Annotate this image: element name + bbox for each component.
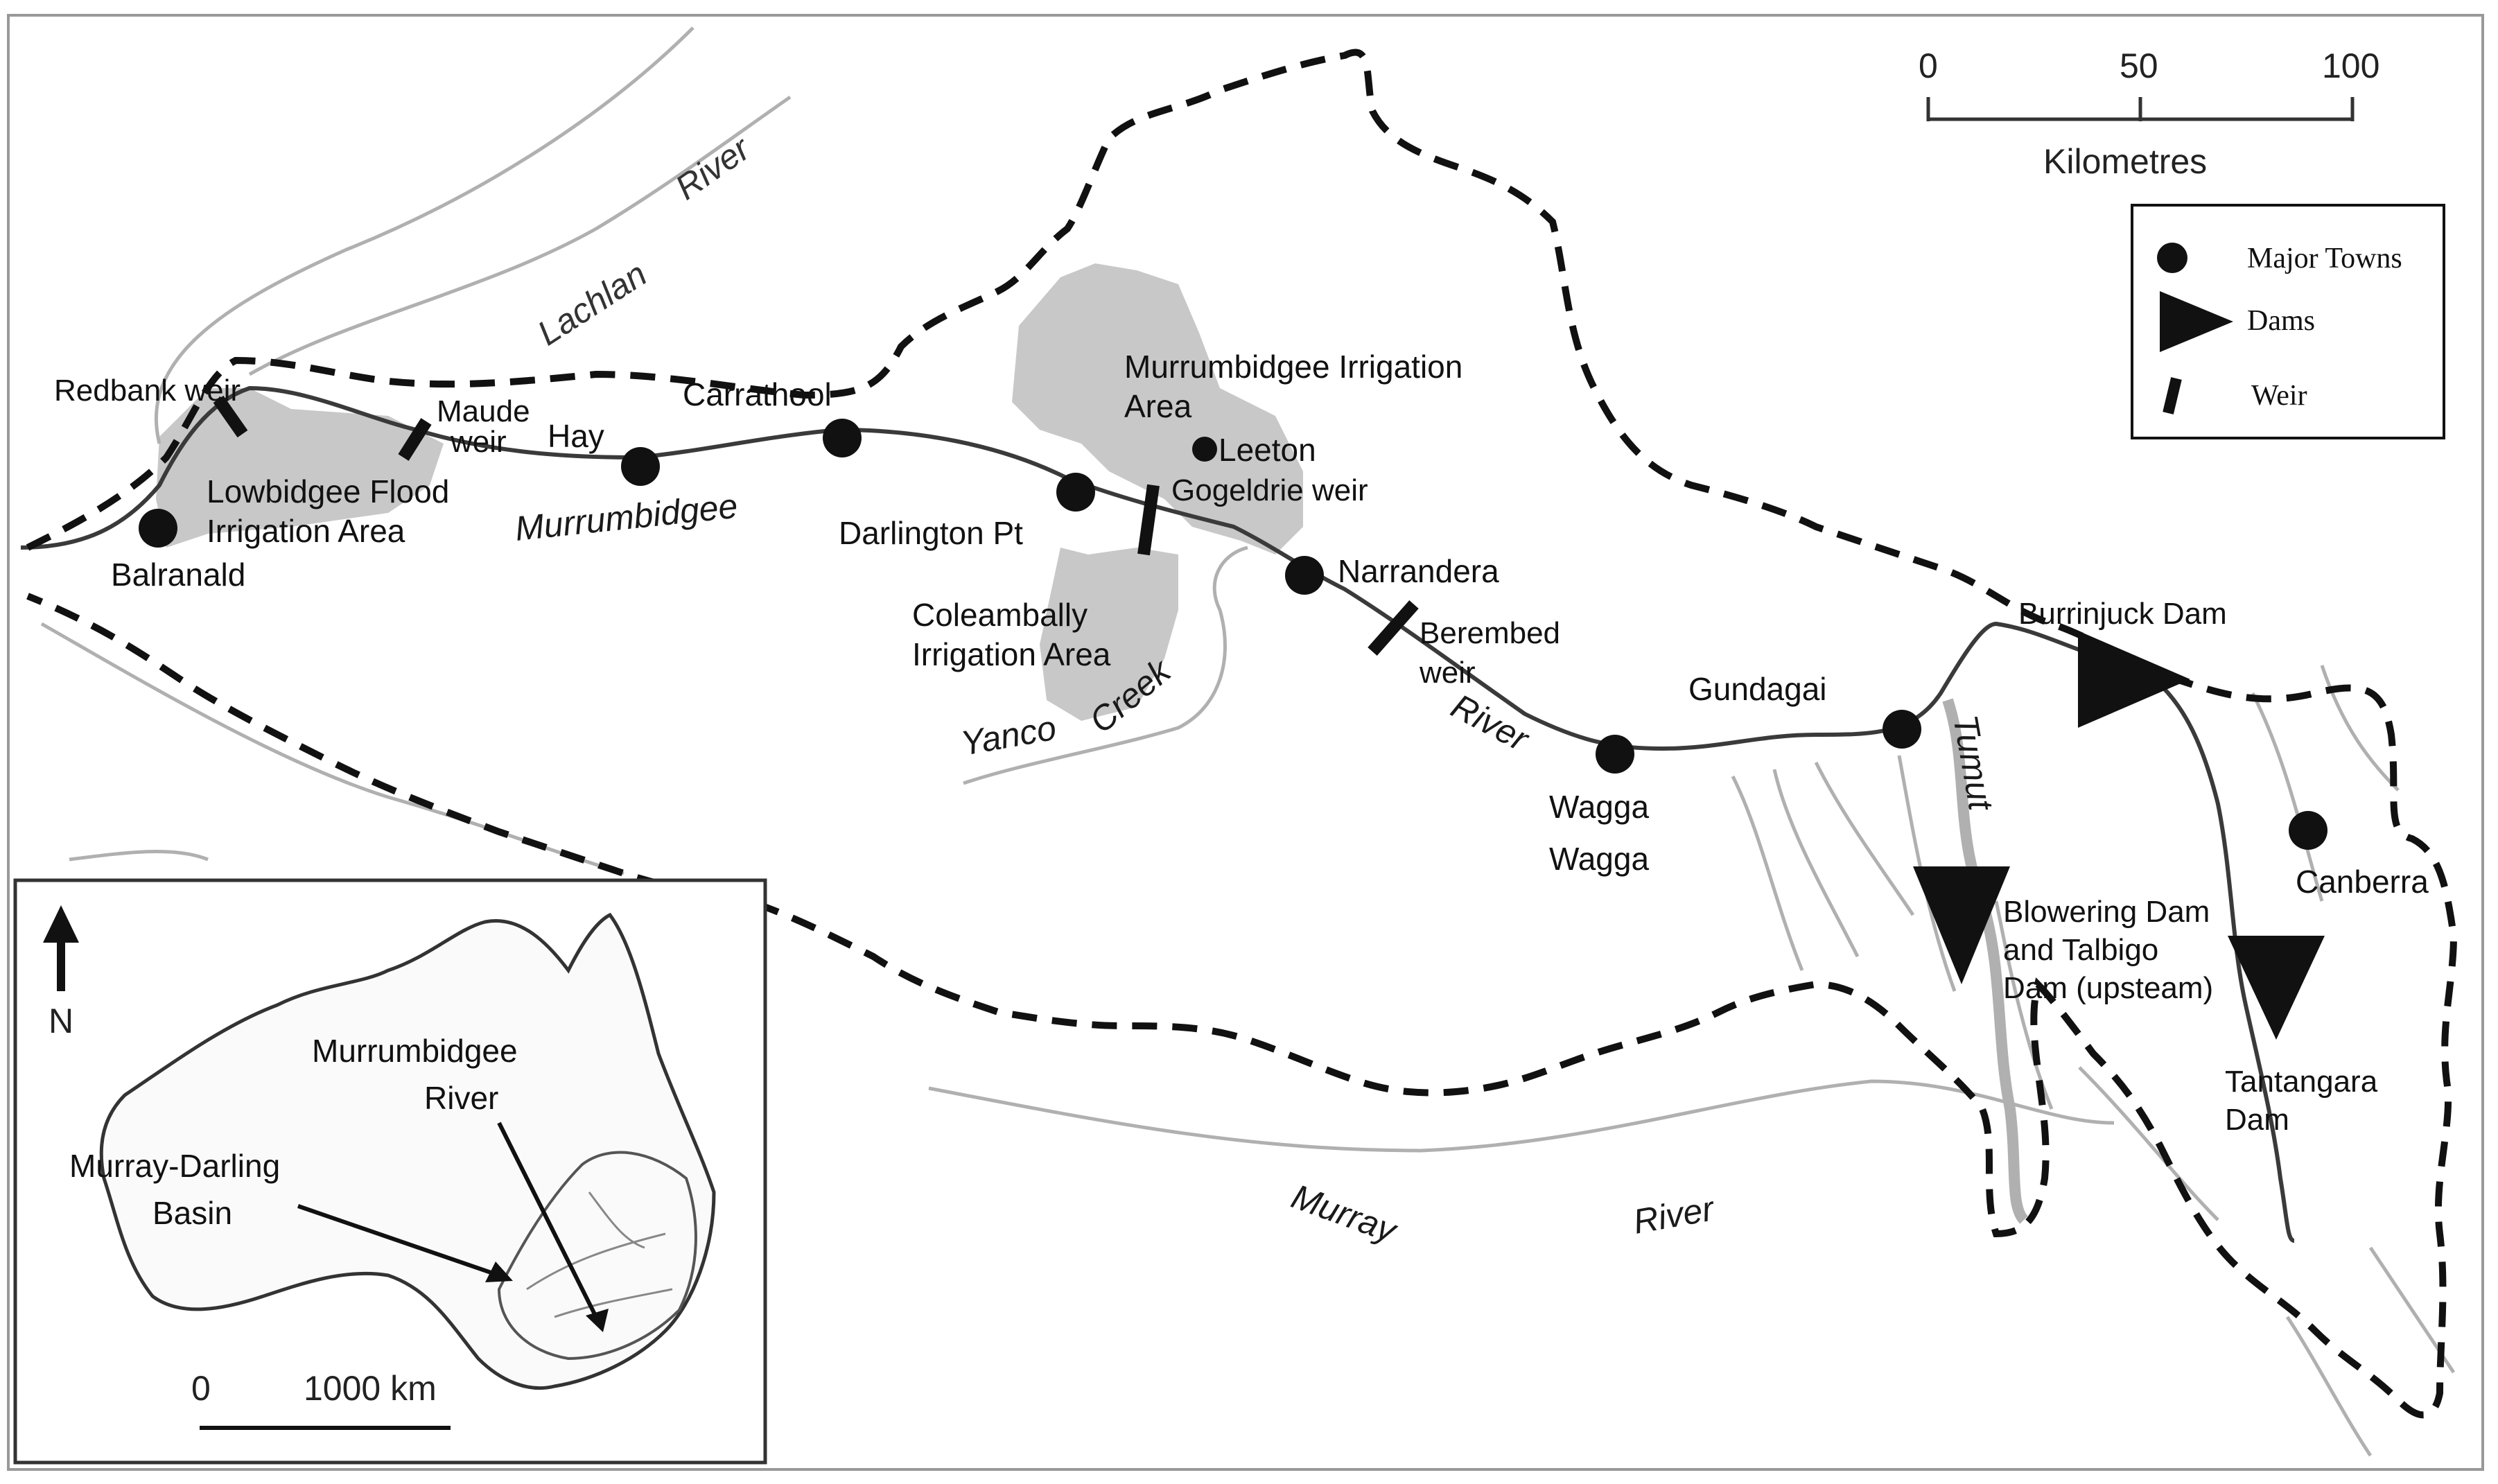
inset-murrumbidgee-label-2: River [424, 1080, 498, 1116]
wagga-label-2: Wagga [1549, 841, 1649, 877]
legend-label-dams: Dams [2247, 305, 2315, 337]
mia-label-2: Area [1124, 388, 1192, 424]
lowbidgee-area [156, 388, 444, 548]
town-markers [139, 419, 2327, 850]
weir-maude [398, 418, 432, 461]
inset-scale-end: 1000 km [304, 1369, 437, 1408]
balranald-label: Balranald [111, 557, 245, 593]
narrandera-label: Narrandera [1338, 553, 1499, 589]
gogeldrie-weir-label: Gogeldrie weir [1171, 473, 1368, 507]
inset-basin-label-1: Murray-Darling [69, 1148, 280, 1184]
dam-markers [1913, 631, 2325, 1040]
weir-labels: Redbank weir Maude weir Gogeldrie weir B… [54, 374, 1560, 690]
town-dot-leeton [1192, 437, 1217, 462]
wagga-label-1: Wagga [1549, 789, 1649, 825]
legend: Major Towns Dams Weir [2131, 204, 2445, 439]
berembed-weir-label: weir [1419, 656, 1476, 690]
circle-icon [2157, 243, 2187, 273]
coleambally-area [1040, 548, 1178, 721]
scale-unit: Kilometres [2043, 142, 2207, 181]
town-dot-balranald [139, 509, 177, 548]
inset-basin-label-2: Basin [152, 1195, 232, 1231]
town-dot-carrathool [823, 419, 862, 457]
north-label: N [49, 1002, 73, 1040]
tantangara-dam-label: Dam [2225, 1103, 2289, 1137]
triangle-icon [2160, 291, 2233, 352]
legend-label-weir: Weir [2251, 380, 2307, 412]
grey-rivers [40, 26, 2456, 1457]
scale-bar: 0 50 100 Kilometres [1919, 46, 2379, 181]
redbank-weir-label: Redbank weir [54, 374, 241, 408]
inset-scale-start: 0 [191, 1369, 211, 1408]
gundagai-label: Gundagai [1688, 671, 1827, 707]
weir-markers [213, 395, 1419, 656]
mia-label-1: Murrumbidgee Irrigation [1124, 349, 1462, 385]
weir-gogeldrie [1137, 484, 1160, 556]
coleambally-label-2: Irrigation Area [912, 636, 1111, 672]
hay-label: Hay [548, 418, 604, 454]
carrathool-label: Carrathool [683, 376, 832, 412]
dam-burrinjuck [2078, 631, 2190, 728]
dam-tantangara [2228, 936, 2325, 1040]
north-arrow-icon [43, 905, 79, 991]
burrinjuck-label: Burrinjuck Dam [2018, 597, 2227, 631]
leeton-label: Leeton [1219, 432, 1316, 468]
area-labels: Lowbidgee Flood Irrigation Area Murrumbi… [207, 349, 1462, 672]
lowbidgee-label-1: Lowbidgee Flood [207, 473, 449, 509]
tumut-river [1942, 698, 2029, 1224]
inset-map: N Murrumbidgee River Murray-Darling Basi… [13, 878, 767, 1465]
canberra-label: Canberra [2296, 864, 2429, 900]
dam-blowering [1913, 866, 2010, 984]
coleambally-label-1: Coleambally [912, 597, 1088, 633]
blowering-label-1: Blowering Dam [2003, 895, 2210, 929]
basin-outline [497, 1151, 697, 1361]
tantangara-label: Tantangara [2225, 1065, 2378, 1099]
berembed-label: Berembed [1420, 616, 1560, 650]
town-dot-wagga [1596, 735, 1634, 774]
weir-redbank [213, 395, 248, 438]
murrumbidgee-irrigation-area [1012, 263, 1303, 555]
dam-labels: Burrinjuck Dam Blowering Dam and Talbigo… [2003, 597, 2378, 1137]
town-dot-hay [621, 447, 660, 486]
scale-tick-100: 100 [2322, 46, 2379, 85]
lowbidgee-label-2: Irrigation Area [207, 513, 405, 549]
blowering-label-3: Dam (upsteam) [2003, 971, 2213, 1005]
darlington-label: Darlington Pt [839, 515, 1023, 551]
scale-tick-50: 50 [2120, 46, 2158, 85]
scale-tick-0: 0 [1919, 46, 1938, 85]
inset-murrumbidgee-label-1: Murrumbidgee [312, 1033, 518, 1069]
town-dot-canberra [2289, 811, 2327, 850]
town-labels: Balranald Hay Carrathool Darlington Pt L… [111, 376, 2429, 900]
legend-label-towns: Major Towns [2247, 243, 2402, 274]
blowering-label-2: and Talbigo [2003, 933, 2158, 967]
town-dot-narrandera [1285, 556, 1324, 595]
town-dot-darlington [1056, 473, 1095, 512]
maude-label: Maude [437, 394, 530, 428]
catchment-boundary [26, 49, 2458, 1419]
weir-berembed [1368, 600, 1419, 656]
bar-icon [2163, 377, 2182, 414]
town-dot-gundagai [1883, 710, 1921, 749]
maude-weir-label: weir [450, 425, 507, 459]
